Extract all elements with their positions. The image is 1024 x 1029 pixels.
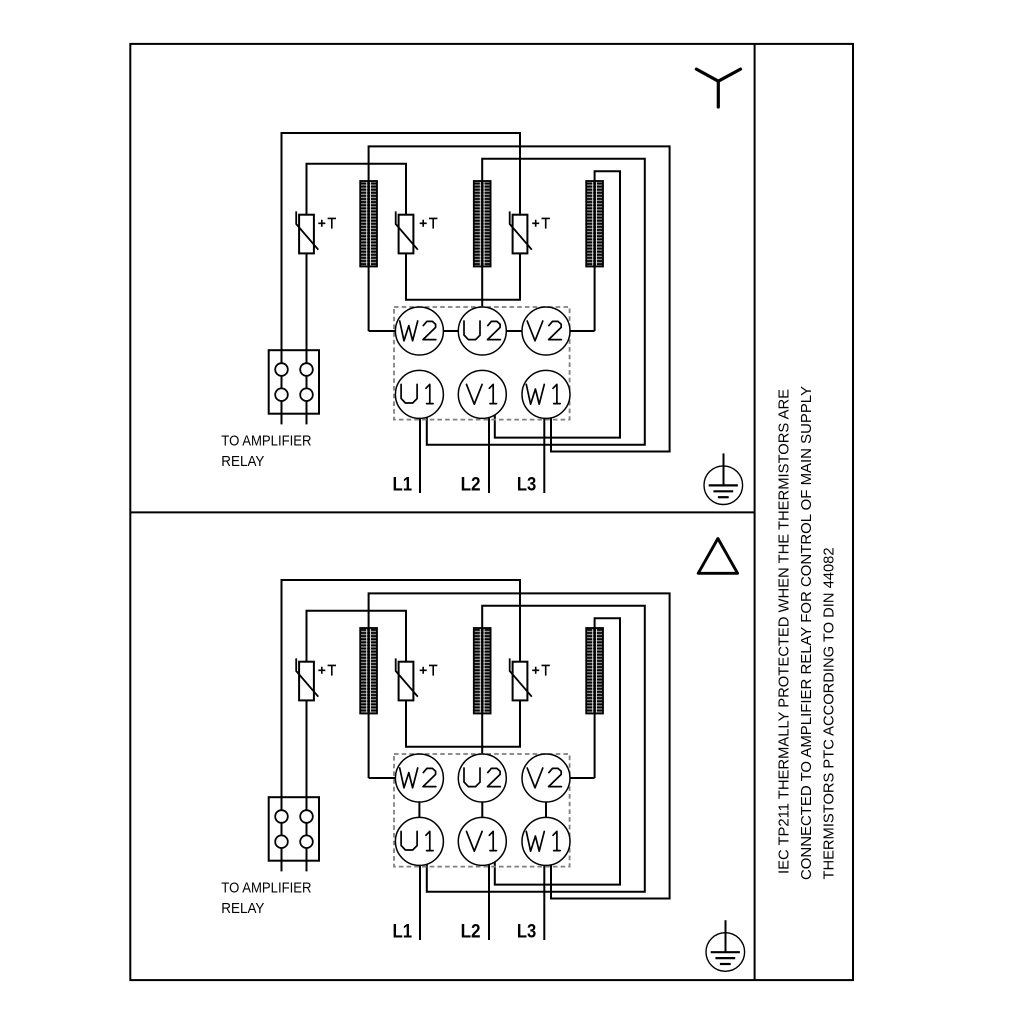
svg-text:TO AMPLIFIER: TO AMPLIFIER — [221, 881, 311, 897]
svg-text:L3: L3 — [517, 921, 536, 942]
svg-text:THERMISTORS PTC ACCORDING TO D: THERMISTORS PTC ACCORDING TO DIN 44082 — [822, 548, 838, 880]
svg-text:IEC TP211 THERMALLY PROTECTED: IEC TP211 THERMALLY PROTECTED WHEN THE T… — [777, 389, 793, 874]
svg-text:RELAY: RELAY — [221, 454, 264, 470]
svg-text:L3: L3 — [517, 474, 536, 495]
svg-text:TO AMPLIFIER: TO AMPLIFIER — [221, 434, 311, 450]
svg-text:L1: L1 — [393, 474, 413, 495]
svg-text:L2: L2 — [461, 921, 481, 942]
svg-text:L1: L1 — [393, 921, 413, 942]
svg-text:L2: L2 — [461, 474, 481, 495]
svg-text:CONNECTED TO AMPLIFIER RELAY F: CONNECTED TO AMPLIFIER RELAY FOR CONTROL… — [799, 386, 815, 880]
svg-text:RELAY: RELAY — [221, 901, 264, 917]
